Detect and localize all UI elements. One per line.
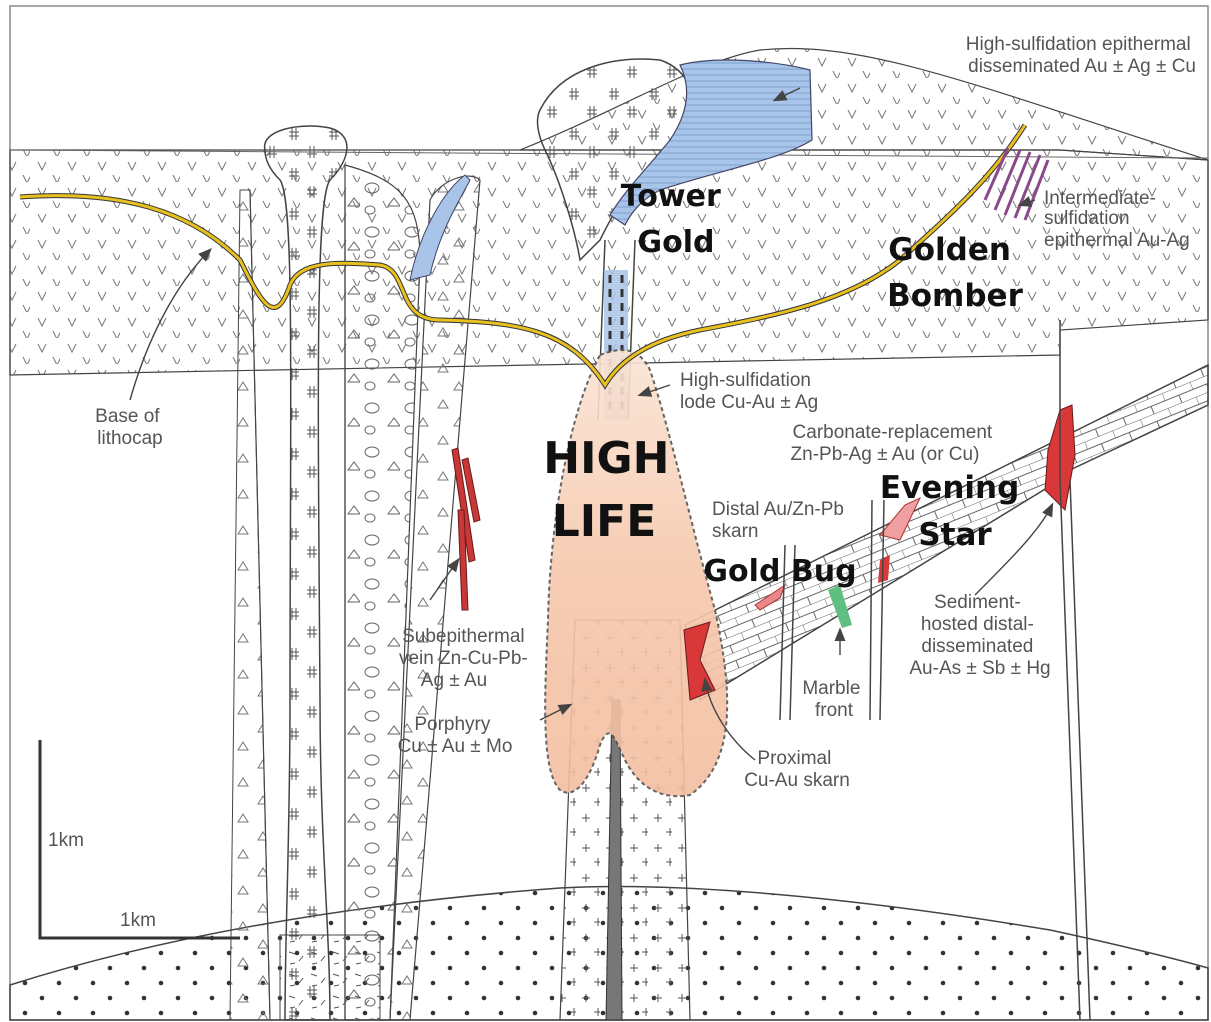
dashed-intrusion [280, 935, 380, 1020]
scale-horizontal-label: 1km [120, 910, 156, 931]
scale-vertical-label: 1km [48, 830, 84, 851]
prospect-gold-bug: Gold Bug [703, 554, 856, 589]
base-of-lithocap-label: Base of lithocap [95, 406, 165, 449]
proximal-skarn-label: Proximal Cu-Au skarn [744, 748, 850, 791]
high-sulfidation-epithermal-label: High-sulfidation epithermal disseminated… [966, 34, 1196, 77]
carbonate-replacement-label: Carbonate-replacement Zn-Pb-Ag ± Au (or … [791, 422, 998, 465]
high-sulfidation-lode-label: High-sulfidation lode Cu-Au ± Ag [680, 370, 818, 413]
porphyry-label: Porphyry Cu ± Au ± Mo [398, 714, 513, 757]
